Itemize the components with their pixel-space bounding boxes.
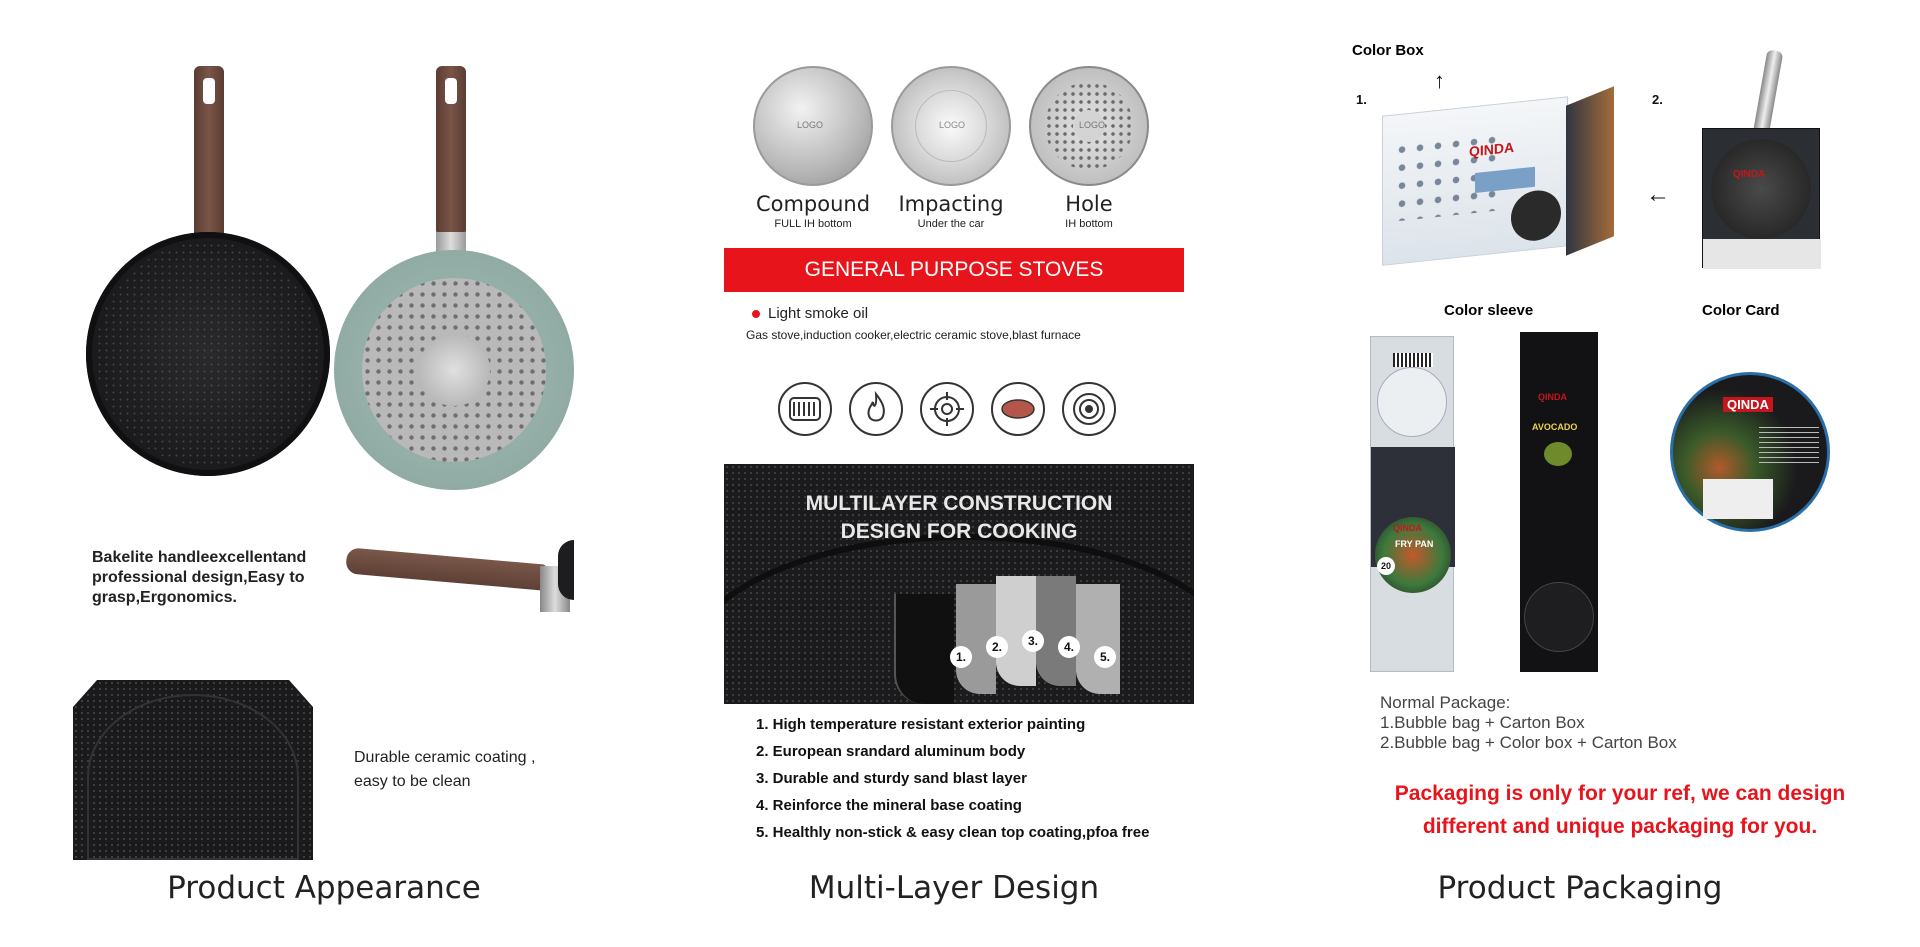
sleeve-black-brand: QINDA [1538, 392, 1567, 402]
normal-package-option-2: 2.Bubble bag + Color box + Carton Box [1380, 733, 1677, 752]
compound-title: Compound [755, 192, 871, 216]
handle-side-pan-edge [558, 540, 574, 600]
hole-subtitle: IH bottom [1065, 218, 1113, 230]
color-sleeve-label: Color sleeve [1444, 302, 1534, 319]
ceramic-plate-icon [991, 382, 1045, 436]
construction-title-line1: MULTILAYER CONSTRUCTION [805, 492, 1113, 515]
construction-title-line2: DESIGN FOR COOKING [840, 520, 1078, 543]
sleeve-brand: QINDA [1393, 523, 1422, 533]
sleeve-avocado: AVOCADO [1532, 422, 1578, 432]
color-box-side [1566, 86, 1614, 256]
coating-closeup-image [73, 680, 313, 860]
impacting-title: Impacting [898, 192, 1004, 216]
num-2-label: 2. [1652, 92, 1663, 107]
layer-item-4: 4. Reinforce the mineral base coating [756, 797, 1022, 814]
general-purpose-stoves-banner: GENERAL PURPOSE STOVES [724, 248, 1184, 292]
black-pan-image [86, 232, 330, 476]
color-card-label: Color Card [1702, 302, 1780, 319]
color-card-box-handle [1752, 49, 1784, 137]
impacting-logo: LOGO [939, 120, 966, 130]
layer-item-3: 3. Durable and sturdy sand blast layer [756, 770, 1027, 787]
oil-bullet-icon [752, 310, 760, 318]
electric-hob-icon [1062, 382, 1116, 436]
black-pan-handle-hole [203, 78, 215, 104]
impacting-label: Impacting Under the car [891, 192, 1011, 230]
arrow-up-icon: ↑ [1434, 68, 1445, 93]
hole-logo: LOGO [1079, 120, 1106, 130]
compound-logo: LOGO [797, 120, 824, 130]
induction-coil-icon [778, 382, 832, 436]
hole-bottom-image: LOGO [1029, 66, 1149, 186]
layer-num-1: 1. [950, 646, 972, 668]
layer-num-5: 5. [1094, 646, 1116, 668]
layer-num-4: 4. [1058, 636, 1080, 658]
color-card-box-image: QINDA [1702, 128, 1821, 269]
stoves-text: Gas stove,induction cooker,electric cera… [746, 328, 1081, 342]
arrow-left-icon: ← [1646, 181, 1670, 208]
multilayer-caption: Multi-Layer Design [808, 870, 1100, 906]
layer-item-5: 5. Healthly non-stick & easy clean top c… [756, 824, 1150, 841]
color-box-label: Color Box [1352, 42, 1424, 59]
normal-package-option-1: 1.Bubble bag + Carton Box [1380, 713, 1585, 732]
product-packaging-caption: Product Packaging [1437, 870, 1723, 906]
color-card-image: QINDA [1670, 372, 1830, 532]
gas-flame-icon [849, 382, 903, 436]
oil-label: Light smoke oil [768, 305, 869, 322]
layer-item-2: 2. European srandard aluminum body [756, 743, 1026, 760]
num-1-label: 1. [1356, 92, 1367, 107]
normal-package-title: Normal Package: [1380, 693, 1511, 712]
color-card-box-brand: QINDA [1733, 169, 1766, 180]
product-appearance-caption: Product Appearance [167, 870, 481, 906]
coating-description: Durable ceramic coating , easy to be cle… [354, 749, 536, 790]
sleeve-fry-pan: FRY PAN [1395, 539, 1434, 549]
layer-4-shape [1036, 576, 1076, 686]
handle-description: Bakelite handleexcellentand professional… [92, 549, 307, 606]
compound-subtitle: FULL IH bottom [774, 218, 852, 230]
color-sleeve-black-image: QINDA AVOCADO [1520, 332, 1598, 672]
sleeve-size: 20 [1377, 557, 1395, 575]
packaging-disclaimer-line2: different and unique packaging for you. [1422, 815, 1818, 838]
color-card-brand: QINDA [1723, 397, 1773, 412]
color-box-image: QINDA [1382, 96, 1568, 266]
hole-label: Hole IH bottom [1029, 192, 1149, 230]
hole-title: Hole [1065, 192, 1113, 216]
gas-burner-icon [920, 382, 974, 436]
color-sleeve-grey-image: QINDA FRY PAN 20 [1370, 336, 1455, 672]
mint-pan-image [334, 250, 574, 490]
layer-5-shape [1076, 584, 1120, 694]
impacting-subtitle: Under the car [917, 218, 985, 230]
layer-1-shape [894, 594, 954, 704]
layer-item-1: 1. High temperature resistant exterior p… [756, 716, 1086, 733]
impacting-bottom-image: LOGO [891, 66, 1011, 186]
mint-pan-handle-hole [445, 78, 457, 104]
layer-num-2: 2. [986, 636, 1008, 658]
handle-side-image [345, 547, 547, 591]
compound-label: Compound FULL IH bottom [753, 192, 873, 230]
layer-num-3: 3. [1022, 630, 1044, 652]
compound-bottom-image: LOGO [753, 66, 873, 186]
color-box-brand: QINDA [1469, 138, 1515, 160]
multilayer-construction-image: MULTILAYER CONSTRUCTION DESIGN FOR COOKI… [724, 464, 1194, 704]
packaging-disclaimer-line1: Packaging is only for your ref, we can d… [1394, 782, 1846, 805]
